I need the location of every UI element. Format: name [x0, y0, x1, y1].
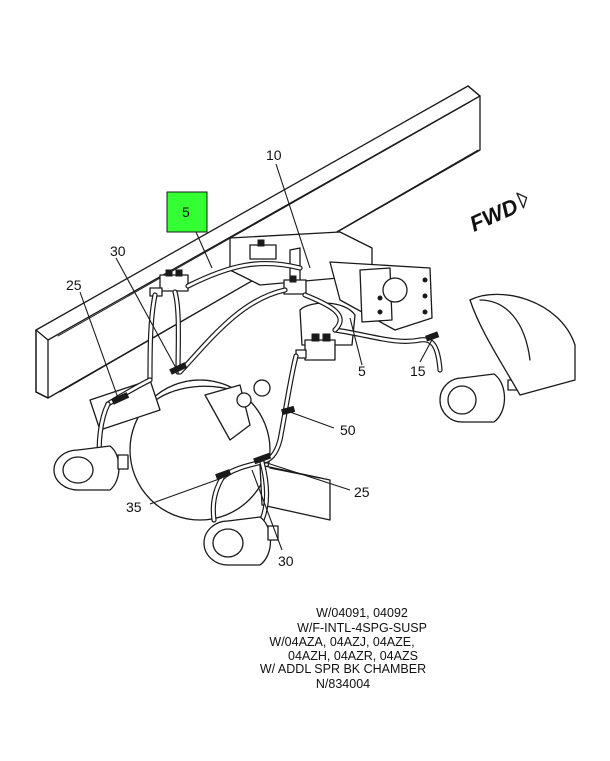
valve-upper-left [149, 269, 189, 297]
callout-numbers: 10 30 25 5 15 50 25 35 30 [66, 147, 426, 569]
valve-upper-center [249, 239, 307, 295]
callout-30-bottom[interactable]: 30 [278, 553, 294, 569]
line-clamps [111, 331, 440, 480]
axle-housing [89, 379, 331, 521]
forward-direction-label: FWD [466, 192, 528, 237]
callout-25-left[interactable]: 25 [66, 277, 82, 293]
valve-lower-center [295, 333, 336, 361]
note-line-5: W/ ADDL SPR BK CHAMBER [260, 662, 426, 676]
note-line-1: W/04091, 04092 [316, 606, 408, 620]
callout-50[interactable]: 50 [340, 422, 356, 438]
callout-5-mid[interactable]: 5 [358, 363, 366, 379]
brake-chamber-right [439, 373, 521, 423]
note-line-6: N/834004 [316, 677, 370, 691]
highlight-box[interactable] [166, 191, 208, 233]
leader-lines [79, 163, 435, 551]
callout-30-top[interactable]: 30 [110, 243, 126, 259]
callout-15[interactable]: 15 [410, 363, 426, 379]
callout-25-bottom[interactable]: 25 [354, 484, 370, 500]
callout-5-highlighted[interactable]: 5 [166, 191, 208, 233]
callout-5-highlight-text: 5 [182, 204, 190, 220]
callout-35[interactable]: 35 [126, 499, 142, 515]
applicability-note: W/04091, 04092 W/F-INTL-4SPG-SUSP W/04AZ… [260, 606, 427, 691]
brake-chamber-bottom [203, 516, 279, 566]
brake-chamber-left [53, 445, 129, 491]
callout-10[interactable]: 10 [266, 147, 282, 163]
right-hub [469, 293, 576, 396]
note-line-3: W/04AZA, 04AZJ, 04AZE, [269, 635, 414, 649]
fwd-text: FWD [466, 193, 522, 236]
note-line-2: W/F-INTL-4SPG-SUSP [297, 621, 427, 635]
note-line-4: 04AZH, 04AZR, 04AZS [288, 649, 418, 663]
